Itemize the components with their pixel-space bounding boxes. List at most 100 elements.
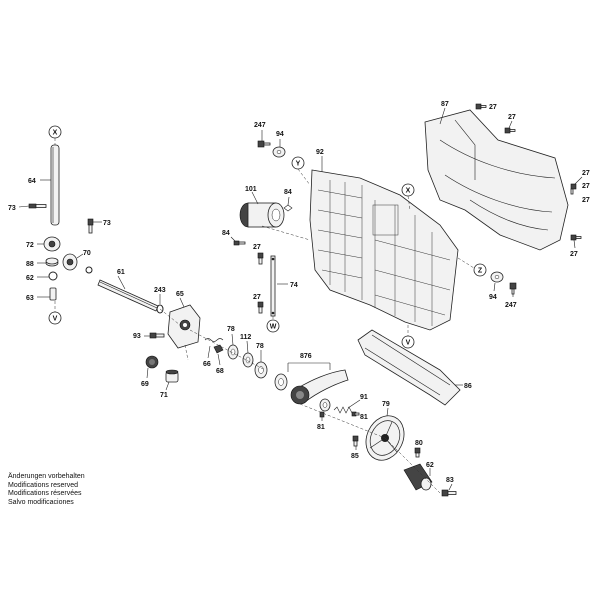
note-fr: Modifications réservées [8,490,82,497]
label-81-b: 81 [360,414,368,421]
part-72-gear [43,236,61,252]
part-112-washer [242,352,254,368]
part-88-washer [45,257,59,267]
label-69: 69 [141,381,149,388]
part-85-screw [352,435,359,447]
part-78-washer-a [227,344,239,360]
label-27-e: 27 [582,170,590,177]
part-92-frame [309,169,459,331]
label-92: 92 [316,149,324,156]
label-78-a: 78 [227,326,235,333]
part-91-spring [319,398,353,414]
marker-v-left: V [48,311,62,325]
label-70: 70 [83,250,91,257]
marker-label: W [270,324,277,331]
marker-x-right: X [401,183,415,197]
part-84-clip-upper [283,204,293,212]
label-66: 66 [203,361,211,368]
marker-label: V [53,316,58,323]
part-87-hood [424,109,569,251]
part-63-pin [49,287,57,301]
label-83: 83 [446,477,454,484]
part-66-spring [204,338,224,342]
part-65-bracket [167,304,201,349]
marker-y-top: Y [291,156,305,170]
label-79: 79 [382,401,390,408]
label-63: 63 [26,295,34,302]
part-101-housing [239,202,285,228]
part-62-grip [403,463,433,491]
label-81-a: 81 [317,424,325,431]
label-78-b: 78 [256,343,264,350]
label-64: 64 [28,178,36,185]
marker-label: X [406,188,411,195]
marker-label: V [406,340,411,347]
label-85: 85 [351,453,359,460]
label-61: 61 [117,269,125,276]
label-247-right: 247 [505,302,517,309]
label-62-left: 62 [26,275,34,282]
label-73-right: 73 [103,220,111,227]
note-de: Änderungen vorbehalten [8,473,85,480]
part-93-screw [149,332,165,339]
part-243-ring [156,304,164,314]
part-94-washer-top [272,146,286,158]
modification-notes: Änderungen vorbehalten Modifications res… [8,473,85,507]
part-81-screw-b [351,411,360,417]
label-71: 71 [160,392,168,399]
label-80: 80 [415,440,423,447]
part-61-shaft [97,279,159,312]
part-27-screw-a [257,252,264,265]
label-65: 65 [176,291,184,298]
marker-z: Z [473,263,487,277]
label-243: 243 [154,287,166,294]
note-es: Salvo modificaciones [8,498,74,506]
marker-label: Y [296,161,301,168]
label-27-b: 27 [253,294,261,301]
part-27-screw-hood-1 [475,103,487,110]
marker-label: X [53,130,58,137]
label-86: 86 [464,383,472,390]
part-69-knob [145,355,159,369]
part-81-screw-a [319,411,325,418]
label-88: 88 [26,261,34,268]
marker-v-right: V [401,335,415,349]
part-68-nut [213,344,224,354]
label-91: 91 [360,394,368,401]
label-112: 112 [240,334,251,341]
label-68: 68 [216,368,224,375]
part-71-knob [165,369,179,383]
label-27-a: 27 [253,244,261,251]
label-27-c: 27 [489,104,497,111]
label-94-top: 94 [276,131,284,138]
part-62-ring-left [48,271,58,281]
label-876: 876 [300,353,312,360]
part-27-screw-hood-3 [570,183,577,195]
part-27-screw-hood-4 [570,234,582,241]
label-62-right: 62 [426,462,434,469]
part-73-screw-left [28,203,47,209]
part-62-ring-small [85,266,93,274]
label-27-g: 27 [582,183,590,190]
label-94-right: 94 [489,294,497,301]
note-en: Modifications reserved [8,481,79,489]
marker-label: Z [478,268,483,275]
part-247-screw-top [257,140,271,148]
label-72: 72 [26,242,34,249]
part-94-washer-right [490,271,504,283]
part-73-screw-right [87,218,94,234]
label-84-lower: 84 [222,230,230,237]
part-86-chute [357,329,461,406]
label-74: 74 [290,282,298,289]
label-93: 93 [133,333,141,340]
part-78-washer-b [254,361,268,379]
label-27-d: 27 [508,114,516,121]
label-84-upper: 84 [284,189,292,196]
part-84-screw-lower [233,240,246,246]
label-247-top: 247 [254,122,266,129]
part-64-shaft [50,144,60,226]
marker-x-left: X [48,125,62,139]
label-87: 87 [441,101,449,108]
label-73-left: 73 [8,205,16,212]
